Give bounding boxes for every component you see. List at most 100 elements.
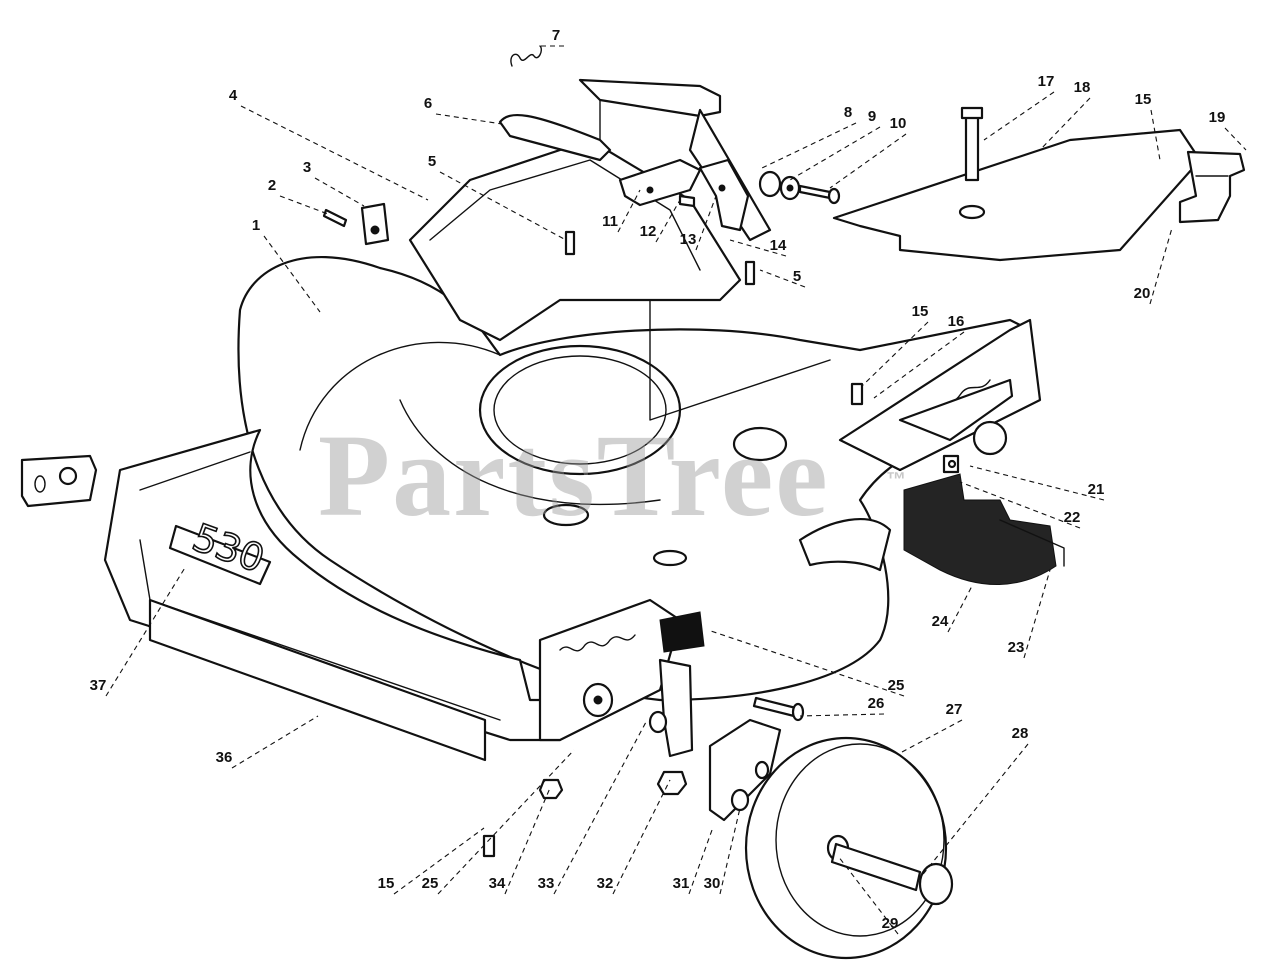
callout-number: 22: [1064, 509, 1081, 526]
callout-leader-line: [1149, 227, 1173, 305]
callout-number: 26: [868, 695, 885, 712]
clip-nut-plate: [360, 202, 390, 246]
callout-leader-line: [435, 113, 503, 125]
callout-leader-line: [829, 133, 907, 189]
callout-leader-line: [729, 239, 787, 257]
front-baffle: [148, 598, 487, 762]
callout-16: 16: [873, 313, 965, 399]
callout-number: 25: [888, 677, 905, 694]
callout-8: 8: [761, 104, 857, 169]
callout-number: 16: [948, 313, 965, 330]
callout-leader-line: [231, 715, 319, 769]
partstree-watermark: PartsTree: [318, 410, 830, 541]
rear-deflector: [903, 473, 1065, 585]
callout-leader-line: [707, 629, 905, 697]
callout-number: 3: [303, 159, 311, 176]
rear-flap: [832, 106, 1202, 262]
callout-number: 5: [793, 268, 801, 285]
callout-24: 24: [932, 585, 973, 633]
callout-number: 15: [1135, 91, 1152, 108]
callout-number: 12: [640, 223, 657, 240]
trademark-symbol: ™: [886, 469, 906, 491]
callout-15: 15: [1135, 91, 1161, 161]
callout-leader-line: [719, 807, 741, 895]
callout-leader-line: [553, 721, 647, 895]
callout-11: 11: [602, 189, 641, 233]
callout-12: 12: [640, 199, 681, 243]
callout-32: 32: [597, 779, 671, 895]
callout-number: 25: [422, 875, 439, 892]
callout-leader-line: [504, 787, 551, 895]
callout-number: 10: [890, 115, 907, 132]
callout-number: 30: [704, 875, 721, 892]
callout-number: 17: [1038, 73, 1055, 90]
callout-number: 2: [268, 177, 276, 194]
callout-22: 22: [959, 481, 1081, 529]
callout-leader-line: [263, 235, 321, 313]
callout-leader-line: [1039, 97, 1091, 151]
callout-15: 15: [378, 827, 485, 895]
callout-9: 9: [789, 108, 881, 181]
callout-number: 15: [378, 875, 395, 892]
callout-15: 15: [861, 303, 929, 387]
callout-leader-line: [947, 585, 973, 633]
callout-20: 20: [1134, 227, 1173, 305]
callout-leader-line: [901, 719, 963, 753]
callout-14: 14: [729, 237, 787, 257]
callout-leader-line: [688, 829, 713, 895]
callout-leader-line: [919, 743, 1029, 879]
callout-leader-line: [969, 465, 1105, 501]
callout-31: 31: [673, 829, 713, 895]
right-height-bracket: [898, 378, 1014, 474]
callout-number: 7: [552, 27, 560, 44]
callout-21: 21: [969, 465, 1105, 501]
callout-number: 33: [538, 875, 555, 892]
callout-number: 27: [946, 701, 963, 718]
callout-leader-line: [612, 779, 671, 895]
callout-25: 25: [422, 749, 575, 895]
callout-number: 14: [770, 237, 787, 254]
callout-36: 36: [216, 715, 319, 769]
callout-leader-line: [437, 749, 575, 895]
callout-19: 19: [1209, 109, 1247, 151]
callout-1: 1: [252, 217, 321, 313]
callout-leader-line: [439, 171, 567, 241]
rear-handle-bracket: [408, 78, 772, 342]
pivot-hardware: [758, 170, 841, 205]
callout-2: 2: [268, 177, 329, 215]
callout-number: 18: [1074, 79, 1091, 96]
callout-leader-line: [959, 481, 1081, 529]
height-adjust-plates: [618, 158, 750, 232]
callout-number: 15: [912, 303, 929, 320]
callout-number: 36: [216, 749, 233, 766]
callout-leader-line: [617, 189, 641, 233]
callout-leader-line: [393, 827, 485, 895]
callout-37: 37: [90, 565, 187, 697]
callout-number: 1: [252, 217, 260, 234]
callout-number: 19: [1209, 109, 1226, 126]
callout-leader-line: [279, 195, 329, 215]
callout-number: 20: [1134, 285, 1151, 302]
callout-26: 26: [799, 695, 885, 717]
callout-13: 13: [680, 195, 717, 251]
callout-leader-line: [759, 269, 806, 288]
callout-10: 10: [829, 115, 907, 189]
callout-17: 17: [983, 73, 1055, 141]
callout-number: 11: [602, 213, 618, 230]
callout-leader-line: [861, 321, 929, 387]
callout-leader-line: [655, 199, 681, 243]
callout-number: 37: [90, 677, 107, 694]
wheel-assembly: [538, 611, 954, 960]
deck-housing: [103, 255, 1042, 742]
callout-leader-line: [695, 195, 717, 251]
callout-leader-line: [837, 855, 899, 935]
callout-number: 13: [680, 231, 697, 248]
callout-34: 34: [489, 787, 551, 895]
callout-number: 9: [868, 108, 876, 125]
callout-number: 31: [673, 875, 690, 892]
callout-30: 30: [704, 807, 741, 895]
callout-5: 5: [428, 153, 567, 241]
rear-hinge-bracket: [1178, 150, 1246, 224]
callout-leader-line: [761, 122, 857, 169]
callout-29: 29: [837, 855, 899, 935]
